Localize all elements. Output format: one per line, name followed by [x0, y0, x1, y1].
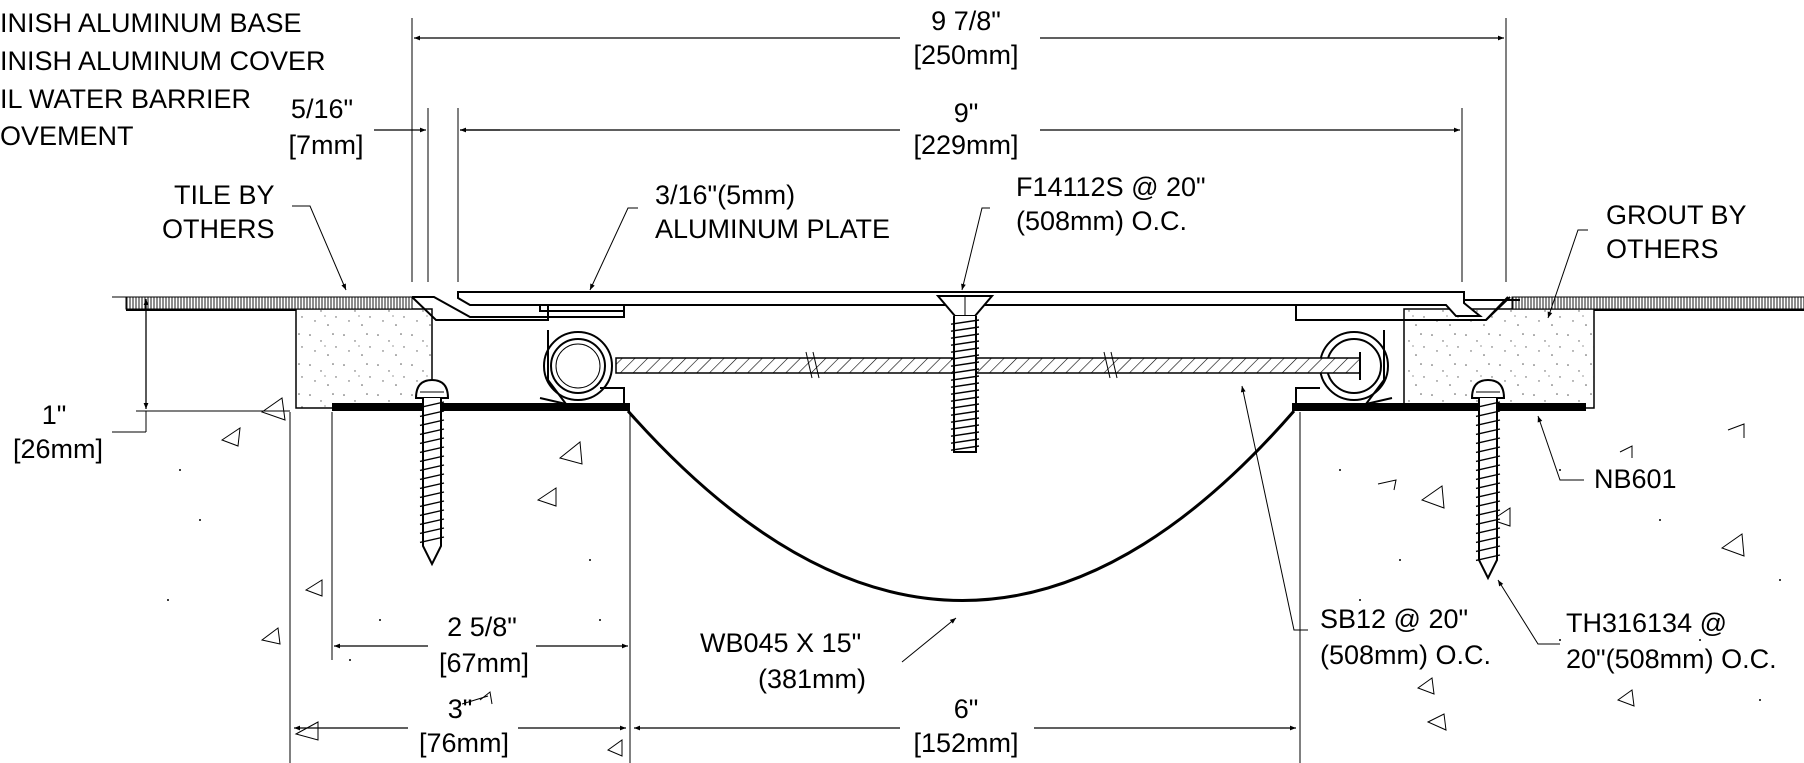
dim-flange-metric: [67mm] [439, 648, 529, 678]
callout-plate-line1: 3/16"(5mm) [655, 180, 795, 210]
dim-base-edge-imperial: 3" [448, 694, 473, 724]
dim-gap-imperial: 5/16" [291, 94, 353, 124]
legend-block: INISH ALUMINUM BASE INISH ALUMINUM COVER… [0, 8, 326, 151]
callout-barrier-line2: (381mm) [758, 664, 866, 694]
callout-tile-line1: TILE BY [174, 180, 275, 210]
callout-barrier-line1: WB045 X 15" [700, 628, 861, 658]
callout-fastener-line1: F14112S @ 20" [1016, 172, 1206, 202]
dim-flange-imperial: 2 5/8" [447, 612, 517, 642]
legend-line-movement: OVEMENT [0, 121, 134, 151]
tile-layer [125, 296, 1804, 311]
callout-labels: TILE BY OTHERS 3/16"(5mm) ALUMINUM PLATE… [162, 172, 1777, 694]
dim-opening-metric: [152mm] [913, 728, 1018, 758]
legend-line-cover: INISH ALUMINUM COVER [0, 46, 326, 76]
th316134-anchor-right [1470, 378, 1506, 581]
nb601-left [332, 403, 630, 411]
callout-plate-line2: ALUMINUM PLATE [655, 214, 890, 244]
callout-nb601: NB601 [1594, 464, 1677, 494]
dim-gap-metric: [7mm] [288, 130, 363, 160]
callout-tile-line2: OTHERS [162, 214, 275, 244]
nb601-right [1292, 403, 1586, 411]
concrete-substrate [167, 397, 1781, 763]
dim-depth-metric: [26mm] [13, 434, 103, 464]
dimension-lines [112, 18, 1507, 731]
f14112s-center-fastener [935, 295, 995, 453]
callout-sb-line1: SB12 @ 20" [1320, 604, 1468, 634]
callout-th-line2: 20"(508mm) O.C. [1566, 644, 1777, 674]
callout-grout-line2: OTHERS [1606, 234, 1719, 264]
callout-grout-line1: GROUT BY [1606, 200, 1747, 230]
dim-inner-imperial: 9" [954, 98, 979, 128]
water-barrier-sheet [626, 410, 1296, 602]
dim-overall-metric: [250mm] [913, 40, 1018, 70]
dim-base-edge-metric: [76mm] [419, 728, 509, 758]
callout-sb-line2: (508mm) O.C. [1320, 640, 1491, 670]
rod-break-marks [805, 351, 1118, 379]
centering-rod-sb12 [615, 357, 1361, 374]
leader-lines [292, 205, 1588, 663]
dimension-labels: 9 7/8" [250mm] 5/16" [7mm] 9" [229mm] 1"… [13, 6, 1019, 758]
callout-th-line1: TH316134 @ [1566, 608, 1727, 638]
dim-opening-imperial: 6" [954, 694, 979, 724]
legend-line-barrier: IL WATER BARRIER [0, 84, 251, 114]
th316134-anchor-left [414, 378, 450, 567]
dim-overall-imperial: 9 7/8" [931, 6, 1001, 36]
legend-line-base: INISH ALUMINUM BASE [0, 8, 302, 38]
dim-inner-metric: [229mm] [913, 130, 1018, 160]
dim-depth-imperial: 1" [42, 400, 67, 430]
callout-fastener-line2: (508mm) O.C. [1016, 206, 1187, 236]
